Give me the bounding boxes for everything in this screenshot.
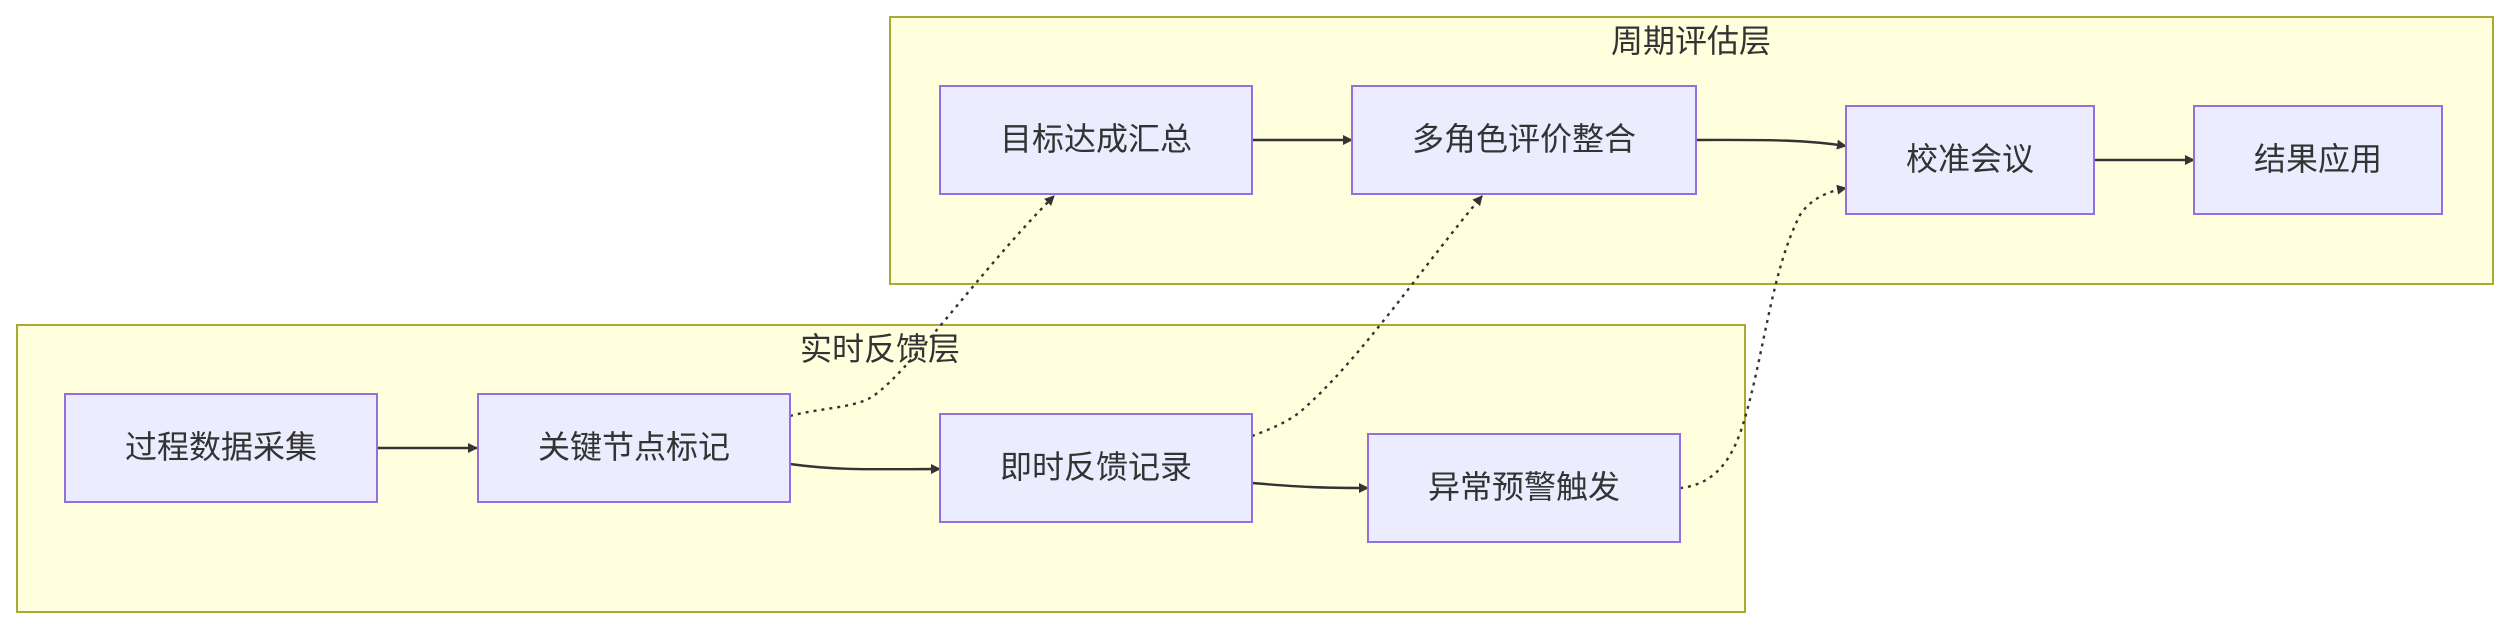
node-calibration-meeting[interactable]: 校准会议 [1845,105,2095,215]
node-result-application-label: 结果应用 [2254,140,2382,178]
cluster-realtime-label: 实时反馈层 [800,330,960,368]
node-instant-feedback[interactable]: 即时反馈记录 [939,413,1253,523]
node-anomaly-alert[interactable]: 异常预警触发 [1367,433,1681,543]
node-calibration-meeting-box[interactable] [1845,105,2095,215]
cluster-periodic-label: 周期评估层 [1611,22,1771,60]
node-goal-summary-label: 目标达成汇总 [1000,120,1192,158]
node-goal-summary[interactable]: 目标达成汇总 [939,85,1253,195]
edge-multi-role-eval-to-calibration [1695,138,1847,150]
node-anomaly-alert-label: 异常预警触发 [1428,468,1620,506]
edge-key-node-to-goal-summary [789,195,1055,418]
node-result-application-box[interactable] [2193,105,2443,215]
node-instant-feedback-label: 即时反馈记录 [1000,448,1192,486]
node-anomaly-alert-box[interactable] [1367,433,1681,543]
edge-instant-feedback-to-anomaly-alert [1251,481,1369,493]
node-instant-feedback-box[interactable] [939,413,1253,523]
node-goal-summary-box[interactable] [939,85,1253,195]
node-process-data[interactable]: 过程数据采集 [64,393,378,503]
edge-instant-feedback-to-multi-role-eval [1251,195,1483,438]
edge-anomaly-alert-to-calibration [1679,184,1847,490]
edge-key-node-to-instant-feedback [789,462,941,475]
edges [377,135,2195,493]
node-key-node-mark-label: 关键节点标记 [538,428,730,466]
node-calibration-meeting-label: 校准会议 [1906,140,2034,178]
node-multi-role-eval[interactable]: 多角色评价整合 [1351,85,1697,195]
node-process-data-box[interactable] [64,393,378,503]
node-multi-role-eval-label: 多角色评价整合 [1412,120,1636,158]
node-multi-role-eval-box[interactable] [1351,85,1697,195]
node-key-node-mark-box[interactable] [477,393,791,503]
node-process-data-label: 过程数据采集 [125,428,317,466]
node-result-application[interactable]: 结果应用 [2193,105,2443,215]
node-key-node-mark[interactable]: 关键节点标记 [477,393,791,503]
